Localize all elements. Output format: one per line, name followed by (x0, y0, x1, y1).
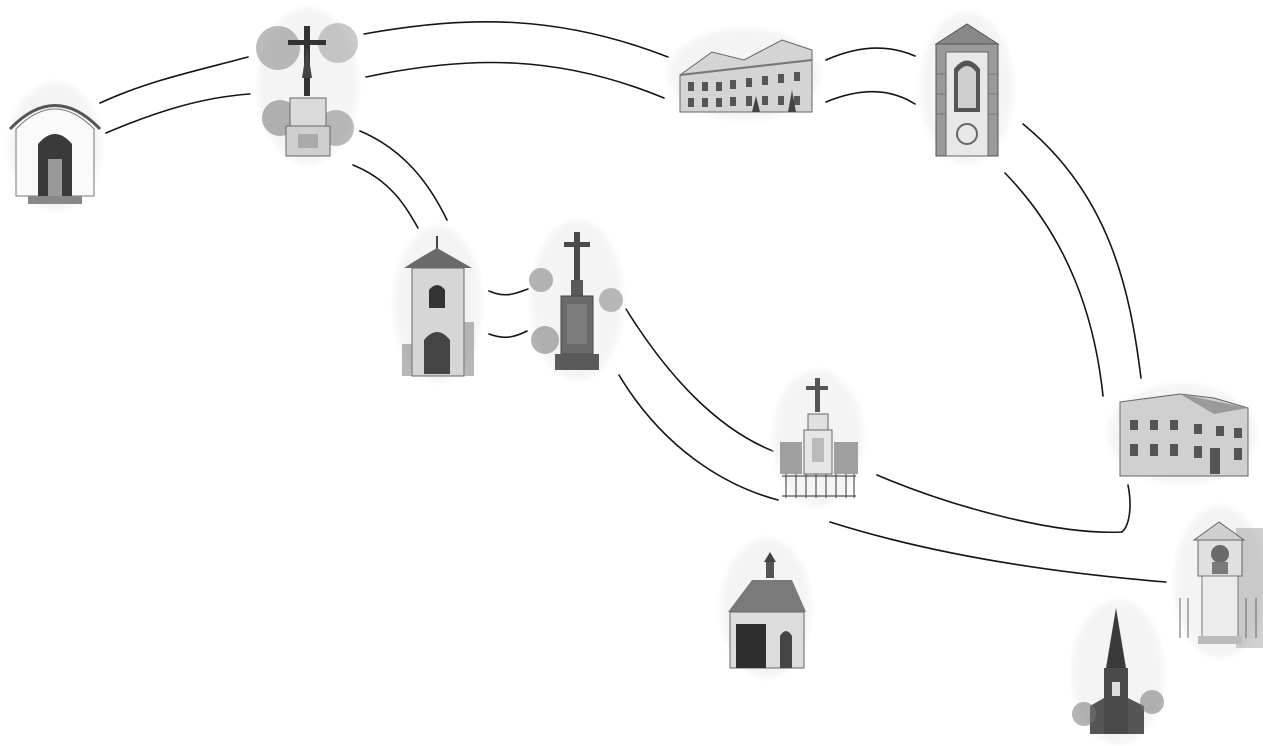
church-icon (1072, 608, 1164, 734)
stop-manor-building[interactable] (668, 28, 820, 120)
stop-row-house-building[interactable] (1108, 384, 1256, 484)
route-line (488, 288, 529, 296)
stop-small-chapel-with-turret[interactable] (721, 538, 811, 678)
stop-crucifix-fenced[interactable] (773, 370, 863, 506)
stop-brick-wayside-shrine[interactable] (921, 12, 1013, 164)
chapel-icon (728, 552, 806, 669)
route-line (488, 330, 528, 339)
crucifix-icon (780, 378, 858, 498)
route-line (876, 474, 1123, 534)
stop-bell-tower-chapel[interactable] (394, 226, 482, 382)
route-line (105, 93, 251, 134)
route-lines (99, 21, 1167, 583)
stop-chapel-niche-small[interactable] (8, 82, 102, 210)
route-line (1121, 484, 1131, 533)
shrine-icon (1179, 521, 1263, 648)
stop-crucifix-among-trees[interactable] (256, 8, 358, 164)
route-line (1022, 123, 1142, 379)
route-line (365, 61, 665, 99)
route-line (363, 21, 669, 58)
building-icon (679, 39, 813, 113)
bell-tower-icon (402, 236, 474, 377)
cross-icon (529, 232, 623, 370)
stop-church-spire[interactable] (1072, 600, 1164, 744)
shrine-icon (934, 23, 1000, 157)
route-line (352, 164, 419, 229)
route-line (825, 90, 916, 105)
stop-stone-cross-monument[interactable] (529, 220, 623, 380)
route-line (625, 308, 774, 452)
route-line (618, 374, 779, 501)
building-icon (1119, 393, 1249, 477)
route-line (1004, 172, 1104, 397)
chapel-icon (8, 104, 102, 204)
route-line (829, 521, 1167, 583)
stop-wayside-shrine-with-bust[interactable] (1174, 506, 1263, 658)
crucifix-icon (256, 23, 358, 157)
route-line (825, 47, 916, 61)
route-line (99, 56, 249, 104)
route-line (359, 130, 448, 221)
